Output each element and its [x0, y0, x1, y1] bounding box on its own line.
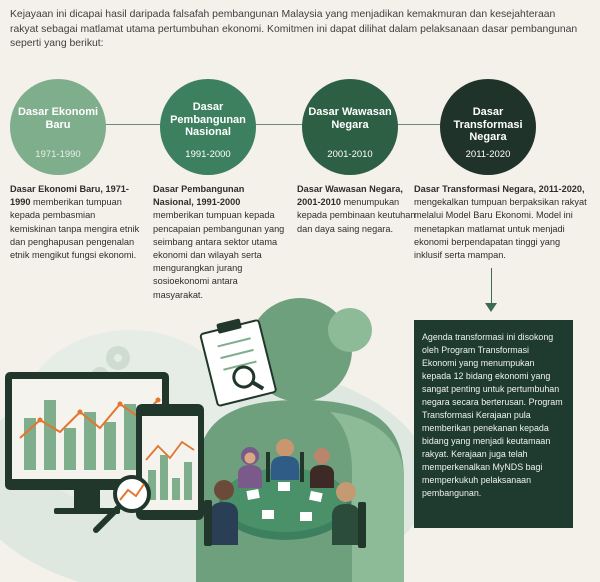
policy-years: 2011-2020: [465, 149, 511, 160]
agenda-info-box: Agenda transformasi ini disokong oleh Pr…: [414, 320, 573, 528]
policy-desc-text: memberikan tumpuan kepada pencapaian pem…: [153, 210, 285, 300]
policy-years: 2001-2010: [327, 149, 373, 160]
policy-years: 1991-2000: [185, 149, 231, 160]
magnifier-icon: [93, 475, 151, 533]
policy-desc-text: mengekalkan tumpuan berpaksikan rakyat m…: [414, 197, 587, 261]
policy-desc-text: menumpukan kepada pembinaan keutuhan dan…: [297, 197, 416, 234]
policy-circle-4: Dasar Transformasi Negara 2011-2020: [440, 79, 536, 175]
arrow-line: [491, 268, 492, 306]
policy-desc-bold: Dasar Pembangunan Nasional, 1991-2000: [153, 184, 245, 208]
policy-desc-bold: Dasar Transformasi Negara, 2011-2020,: [414, 184, 585, 194]
policy-description-1: Dasar Ekonomi Baru, 1971-1990 memberikan…: [10, 183, 142, 262]
policy-description-3: Dasar Wawasan Negara, 2001-2010 menumpuk…: [297, 183, 417, 236]
policy-desc-bold: Dasar Wawasan Negara, 2001-2010: [297, 184, 403, 208]
intro-paragraph: Kejayaan ini dicapai hasil daripada fals…: [10, 9, 578, 49]
policy-title: Dasar Ekonomi Baru: [17, 106, 99, 131]
meeting-attendees: [204, 439, 366, 548]
policy-title: Dasar Wawasan Negara: [308, 106, 392, 131]
checklist-clipboard-icon: [199, 318, 277, 407]
timeline-line: [58, 124, 488, 125]
policy-description-4: Dasar Transformasi Negara, 2011-2020, me…: [414, 183, 590, 262]
arrow-down-icon: [485, 303, 497, 312]
tablet-chart-icon: [136, 404, 204, 520]
policy-title: Dasar Transformasi Negara: [453, 106, 523, 143]
policy-desc-bold: Dasar Ekonomi Baru, 1971-1990: [10, 184, 129, 208]
policy-desc-text: memberikan tumpuan kepada pembasmian kem…: [10, 197, 140, 261]
policy-years: 1971-1990: [35, 149, 81, 160]
policy-title: Dasar Pembangunan Nasional: [170, 101, 246, 138]
policy-circle-1: Dasar Ekonomi Baru 1971-1990: [10, 79, 106, 175]
policy-circle-3: Dasar Wawasan Negara 2001-2010: [302, 79, 398, 175]
policy-description-2: Dasar Pembangunan Nasional, 1991-2000 me…: [153, 183, 285, 302]
policy-circle-2: Dasar Pembangunan Nasional 1991-2000: [160, 79, 256, 175]
